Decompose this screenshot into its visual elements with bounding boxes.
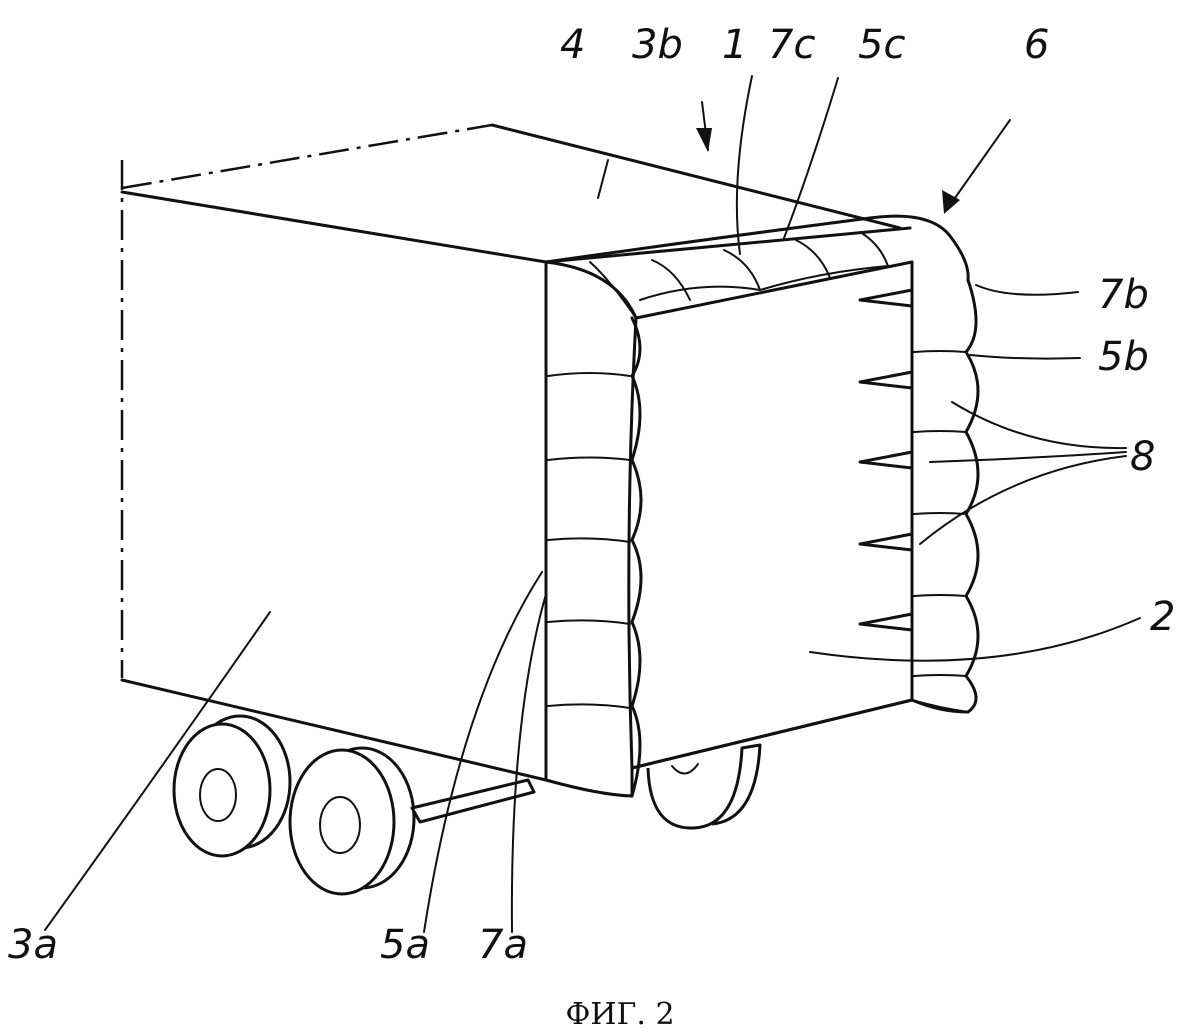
left-bumper-seam-2 bbox=[547, 456, 631, 461]
side-bottom-edge bbox=[120, 678, 548, 782]
leader-7a bbox=[510, 593, 547, 933]
figure-caption: ФИГ. 2 bbox=[565, 997, 674, 1032]
label-2: 2 bbox=[1150, 594, 1175, 640]
label-8: 8 bbox=[1130, 434, 1155, 480]
top-bumper-outer bbox=[544, 214, 970, 282]
frame-bottom-left bbox=[544, 766, 634, 798]
label-7c: 7c bbox=[768, 22, 815, 68]
label-3a: 3a bbox=[8, 922, 58, 968]
tab-2 bbox=[858, 370, 914, 390]
roof-far-edge bbox=[490, 123, 902, 230]
arrow-1-head bbox=[696, 128, 712, 152]
body-break-line-top bbox=[121, 123, 493, 190]
rear-wheel-back bbox=[172, 714, 292, 858]
roof-side-edge bbox=[120, 190, 548, 264]
top-bumper-seam-1 bbox=[651, 259, 691, 301]
top-bumper-seam-2 bbox=[723, 249, 761, 291]
left-bumper-outer-bulges bbox=[630, 316, 643, 798]
tab-1 bbox=[858, 288, 914, 308]
arrow-6-shaft bbox=[949, 119, 1011, 206]
rear-frame-top bbox=[544, 226, 912, 264]
label-6: 6 bbox=[1024, 22, 1049, 68]
right-bumper-outer-bulges bbox=[964, 278, 980, 714]
right-bumper-seam-2 bbox=[913, 430, 967, 433]
right-bumper-seam-3 bbox=[913, 512, 967, 515]
leader-8-b bbox=[929, 451, 1127, 463]
leader-2 bbox=[809, 617, 1141, 662]
wheel-set bbox=[172, 714, 762, 896]
top-bumper-seam-3 bbox=[795, 239, 831, 279]
far-wheel bbox=[646, 743, 762, 830]
fastening-tabs-8 bbox=[858, 288, 914, 632]
label-7a: 7a bbox=[478, 922, 528, 968]
rear-wheel-front bbox=[288, 746, 416, 896]
leader-8-a bbox=[951, 401, 1127, 450]
label-1: 1 bbox=[722, 22, 747, 68]
left-bumper-seam-1 bbox=[547, 372, 631, 377]
side-3b-hidden-edge bbox=[597, 159, 609, 199]
leader-lines bbox=[44, 75, 1141, 933]
right-bumper-seam-4 bbox=[913, 594, 967, 597]
reference-numerals: 4 3b 1 7c 5c 6 7b 5b 8 2 3a 5a 7a bbox=[8, 22, 1175, 968]
label-5a: 5a bbox=[380, 922, 430, 968]
leader-5b bbox=[969, 354, 1081, 360]
leader-8-c bbox=[919, 455, 1127, 545]
arrow-6-head bbox=[942, 190, 960, 214]
rear-door-panel bbox=[627, 260, 914, 770]
leader-7b bbox=[975, 284, 1079, 296]
frame-top-left-curve bbox=[544, 260, 638, 320]
left-bumper-seam-3 bbox=[547, 537, 631, 543]
leader-5c bbox=[783, 77, 839, 239]
right-bumper-seam-5 bbox=[913, 674, 967, 677]
right-bumper-seam-1 bbox=[913, 350, 967, 353]
leader-7c bbox=[735, 75, 753, 255]
top-bumper-7c bbox=[544, 214, 970, 319]
top-bumper-inner-curve bbox=[639, 265, 889, 301]
right-bumper-7b bbox=[911, 278, 980, 714]
left-bumper-seam-4 bbox=[547, 619, 631, 625]
left-bumper-seam-5 bbox=[547, 703, 631, 709]
rear-door-assembly bbox=[544, 226, 970, 798]
tab-3 bbox=[858, 450, 914, 470]
label-5b: 5b bbox=[1098, 334, 1149, 380]
label-7b: 7b bbox=[1098, 272, 1149, 318]
leader-5a bbox=[423, 571, 543, 933]
label-4: 4 bbox=[560, 22, 585, 68]
axle bbox=[410, 778, 536, 824]
tab-4 bbox=[858, 532, 914, 552]
left-bumper-7a bbox=[544, 260, 643, 798]
tab-5 bbox=[858, 612, 914, 632]
label-5c: 5c bbox=[858, 22, 905, 68]
top-bumper-seam-4 bbox=[859, 231, 889, 267]
label-3b: 3b bbox=[632, 22, 683, 68]
leader-3a bbox=[44, 611, 271, 931]
